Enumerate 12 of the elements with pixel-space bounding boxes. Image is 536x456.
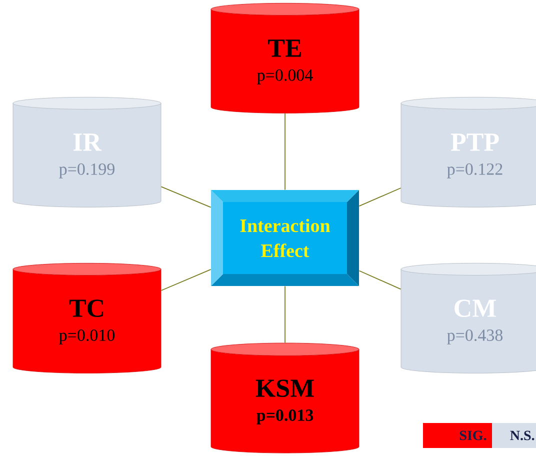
connector-line (160, 186, 212, 208)
connector-line (160, 269, 212, 291)
connector-line (358, 270, 402, 290)
cylinder: KSM p=0.013 (210, 342, 360, 454)
cylinder: TE p=0.004 (210, 2, 360, 114)
connector-line (284, 286, 286, 344)
cylinder: TC p=0.010 (12, 262, 162, 374)
connector-line (284, 112, 286, 190)
bevel-box: Interaction Effect (211, 190, 359, 286)
legend-label: N.S. (510, 430, 534, 440)
legend-label: SIG. (460, 430, 486, 440)
connector-line (358, 188, 402, 206)
